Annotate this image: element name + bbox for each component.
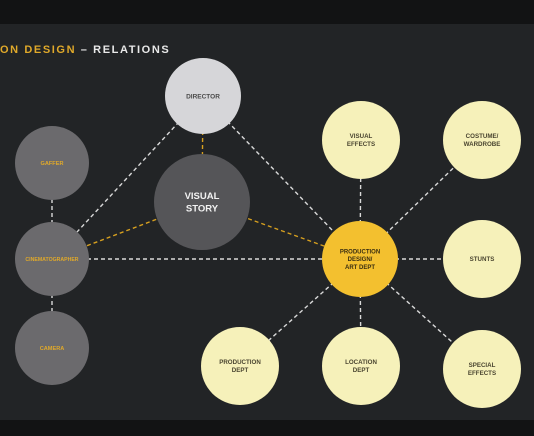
node-circle — [15, 126, 89, 200]
node-stunts: STUNTS — [443, 220, 521, 298]
node-circle — [201, 327, 279, 405]
node-label-line: GAFFER — [41, 161, 64, 167]
node-circle — [443, 220, 521, 298]
diagram-nodes: DIRECTOR VISUAL STORY GAFFER CINEMATOGRAPHER… — [15, 58, 521, 408]
node-circle — [322, 221, 398, 297]
node-label-line: DESIGN/ — [348, 257, 373, 263]
node-label-line: VISUAL — [185, 191, 220, 202]
node-label-line: EFFECTS — [468, 370, 496, 377]
node-label-line: VISUAL — [350, 133, 373, 140]
title-part-a: ON DESIGN — [0, 44, 77, 56]
node-circle — [165, 58, 241, 134]
node-circle — [443, 101, 521, 179]
node-circle — [15, 311, 89, 385]
node-director: DIRECTOR — [165, 58, 241, 134]
node-circle — [15, 222, 89, 296]
node-label-line: CAMERA — [40, 346, 65, 352]
node-cinematographer: CINEMATOGRAPHER — [15, 222, 89, 296]
node-label-line: PRODUCTION — [340, 249, 380, 255]
bottom-letterbox — [0, 420, 534, 436]
node-label-line: STORY — [186, 204, 219, 215]
node-label-line: LOCATION — [345, 359, 377, 366]
node-circle — [322, 327, 400, 405]
node-circle — [322, 101, 400, 179]
node-label-line: PRODUCTION — [219, 359, 261, 366]
node-label-line: DEPT — [232, 367, 249, 374]
node-circle — [443, 330, 521, 408]
top-letterbox — [0, 0, 534, 24]
node-costume: COSTUME/WARDROBE — [443, 101, 521, 179]
node-circle — [154, 154, 250, 250]
node-gaffer: GAFFER — [15, 126, 89, 200]
slide-title: ON DESIGN – RELATIONS — [0, 44, 170, 58]
title-separator: – — [80, 44, 89, 56]
node-label-line: STUNTS — [470, 256, 495, 263]
node-production-design: PRODUCTION DESIGN/ART DEPT — [322, 221, 398, 297]
title-part-b: RELATIONS — [93, 44, 171, 56]
node-label-line: DEPT — [353, 367, 370, 374]
node-label-line: DIRECTOR — [186, 93, 220, 100]
node-visual-story: VISUAL STORY — [154, 154, 250, 250]
node-label-line: EFFECTS — [347, 141, 375, 148]
node-label-line: SPECIAL — [469, 362, 496, 369]
node-label-line: WARDROBE — [464, 141, 501, 148]
node-label-line: ART DEPT — [345, 265, 375, 271]
node-label-line: CINEMATOGRAPHER — [25, 257, 78, 263]
diagram-edges — [51, 95, 483, 370]
node-camera: CAMERA — [15, 311, 89, 385]
node-label-line: COSTUME/ — [466, 133, 499, 140]
